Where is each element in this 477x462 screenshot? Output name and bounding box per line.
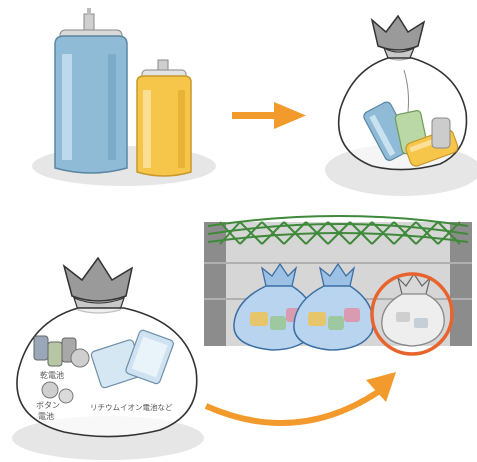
button-batteries-label-line1: ボタン	[36, 401, 60, 410]
clear-bag-with-cans	[325, 16, 477, 196]
battery-bag-group: 乾電池 ボタン 電池 リチウムイオン電池など	[12, 258, 204, 460]
battery-bag-knot-icon	[64, 258, 132, 313]
batteries-label: 乾電池	[40, 370, 64, 380]
yellow-spray-can-icon	[137, 60, 191, 176]
arrow-right-icon	[232, 102, 306, 129]
collection-point-icon	[204, 216, 472, 354]
blue-spray-can-icon	[55, 8, 127, 173]
spray-cans-group	[32, 8, 216, 186]
lithium-ion-label: リチウムイオン電池など	[90, 402, 173, 412]
curved-arrow-icon	[206, 372, 396, 423]
button-batteries-label-line2: 電池	[38, 411, 54, 421]
bag-knot-icon	[372, 16, 424, 60]
bag-gray-can-icon	[432, 118, 450, 148]
